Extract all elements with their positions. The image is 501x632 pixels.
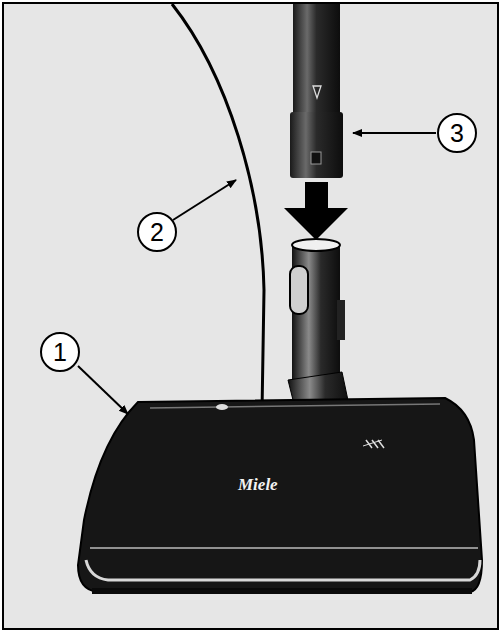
callout-number: 3 [450,121,464,146]
brand-logo: Miele [238,476,278,493]
callout-number: 1 [53,340,67,365]
callout-number: 2 [150,220,164,245]
